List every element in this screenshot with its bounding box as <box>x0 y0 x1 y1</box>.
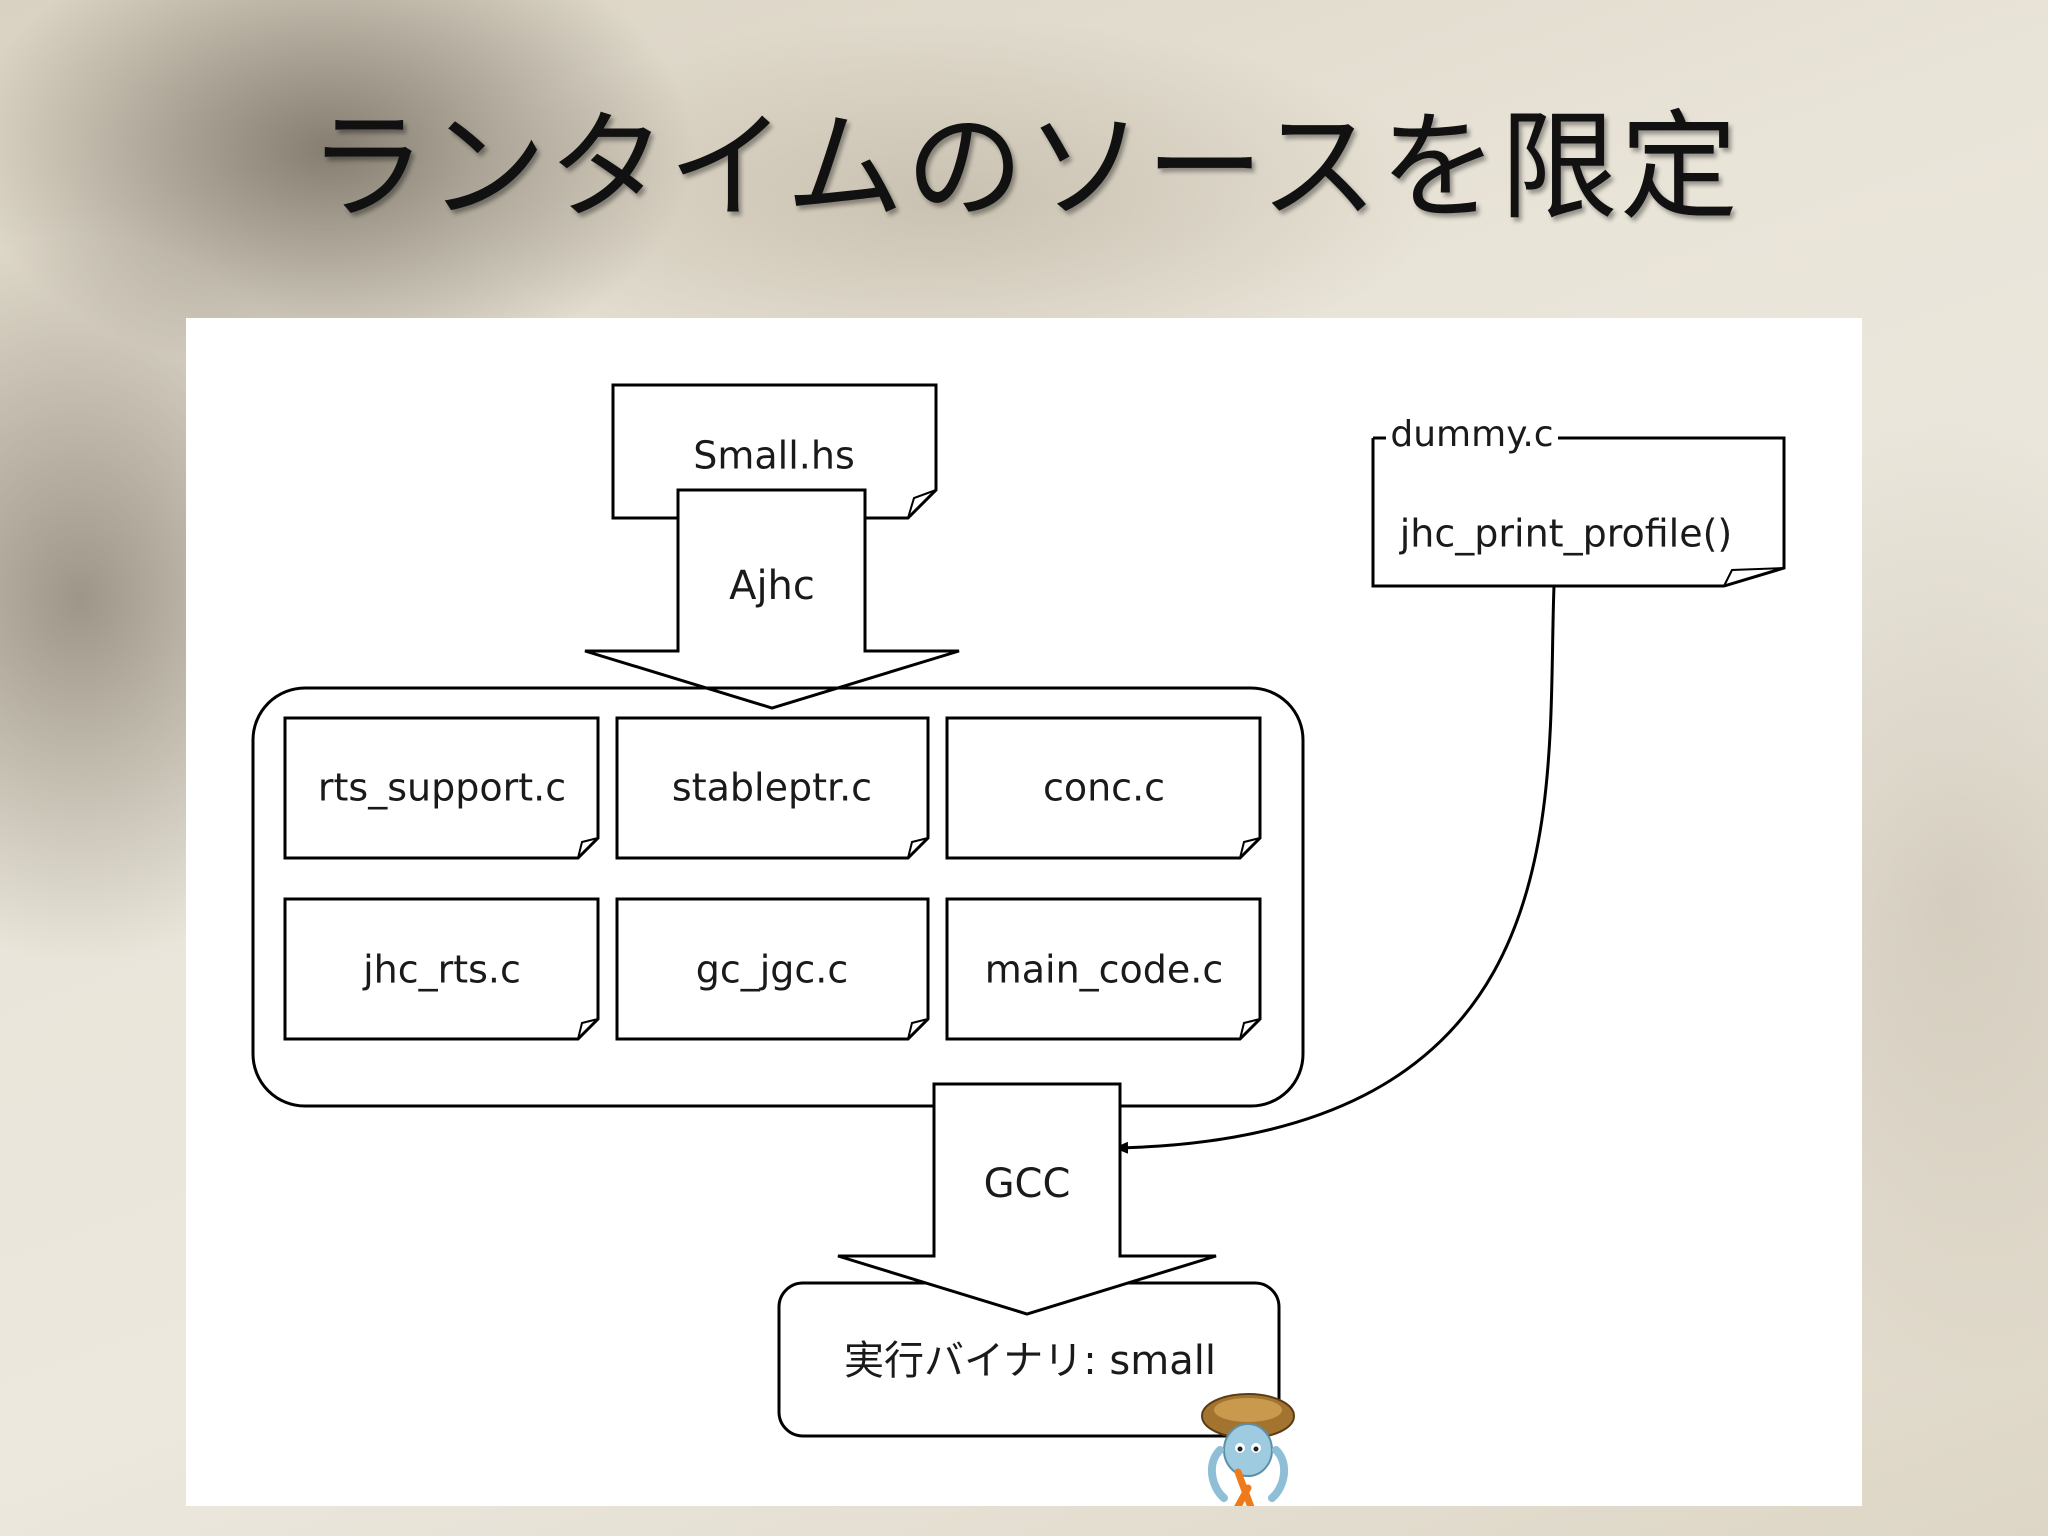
file-jhc-rts: jhc_rts.c <box>283 897 600 1041</box>
file-label: main_code.c <box>985 948 1224 992</box>
file-main-code: main_code.c <box>945 897 1262 1041</box>
ajhc-mascot-icon <box>1201 1393 1295 1506</box>
file-rts-support: rts_support.c <box>283 716 600 860</box>
dummy-c-content: jhc_print_profile() <box>1399 512 1733 556</box>
file-label: stableptr.c <box>672 766 872 810</box>
document-small-hs: Small.hs <box>611 383 938 520</box>
gcc-label: GCC <box>984 1161 1071 1207</box>
file-stableptr: stableptr.c <box>615 716 930 860</box>
output-binary-label: 実行バイナリ: small <box>844 1338 1216 1384</box>
ajhc-arrow: Ajhc <box>584 488 960 710</box>
file-label: jhc_rts.c <box>362 948 521 992</box>
page-title: ランタイムのソースを限定 <box>308 98 1740 236</box>
output-binary-box: 実行バイナリ: small <box>777 1281 1281 1438</box>
file-conc: conc.c <box>945 716 1262 860</box>
file-label: rts_support.c <box>318 766 566 810</box>
ajhc-label: Ajhc <box>729 563 815 609</box>
file-gc-jgc: gc_jgc.c <box>615 897 930 1041</box>
flow-diagram: Small.hs Ajhc rts_support.c stableptr.c … <box>251 383 1786 1506</box>
gcc-arrow: GCC <box>837 1082 1217 1316</box>
generated-files-group <box>251 686 1305 1108</box>
dummy-c-title: dummy.c <box>1390 414 1553 455</box>
diagram-panel: Small.hs Ajhc rts_support.c stableptr.c … <box>186 318 1862 1506</box>
file-label: conc.c <box>1043 766 1165 810</box>
document-dummy-c: dummy.c jhc_print_profile() <box>1371 414 1786 588</box>
file-label: gc_jgc.c <box>696 948 849 992</box>
dummy-to-gcc-connector <box>1114 585 1556 1154</box>
small-hs-label: Small.hs <box>693 434 855 478</box>
